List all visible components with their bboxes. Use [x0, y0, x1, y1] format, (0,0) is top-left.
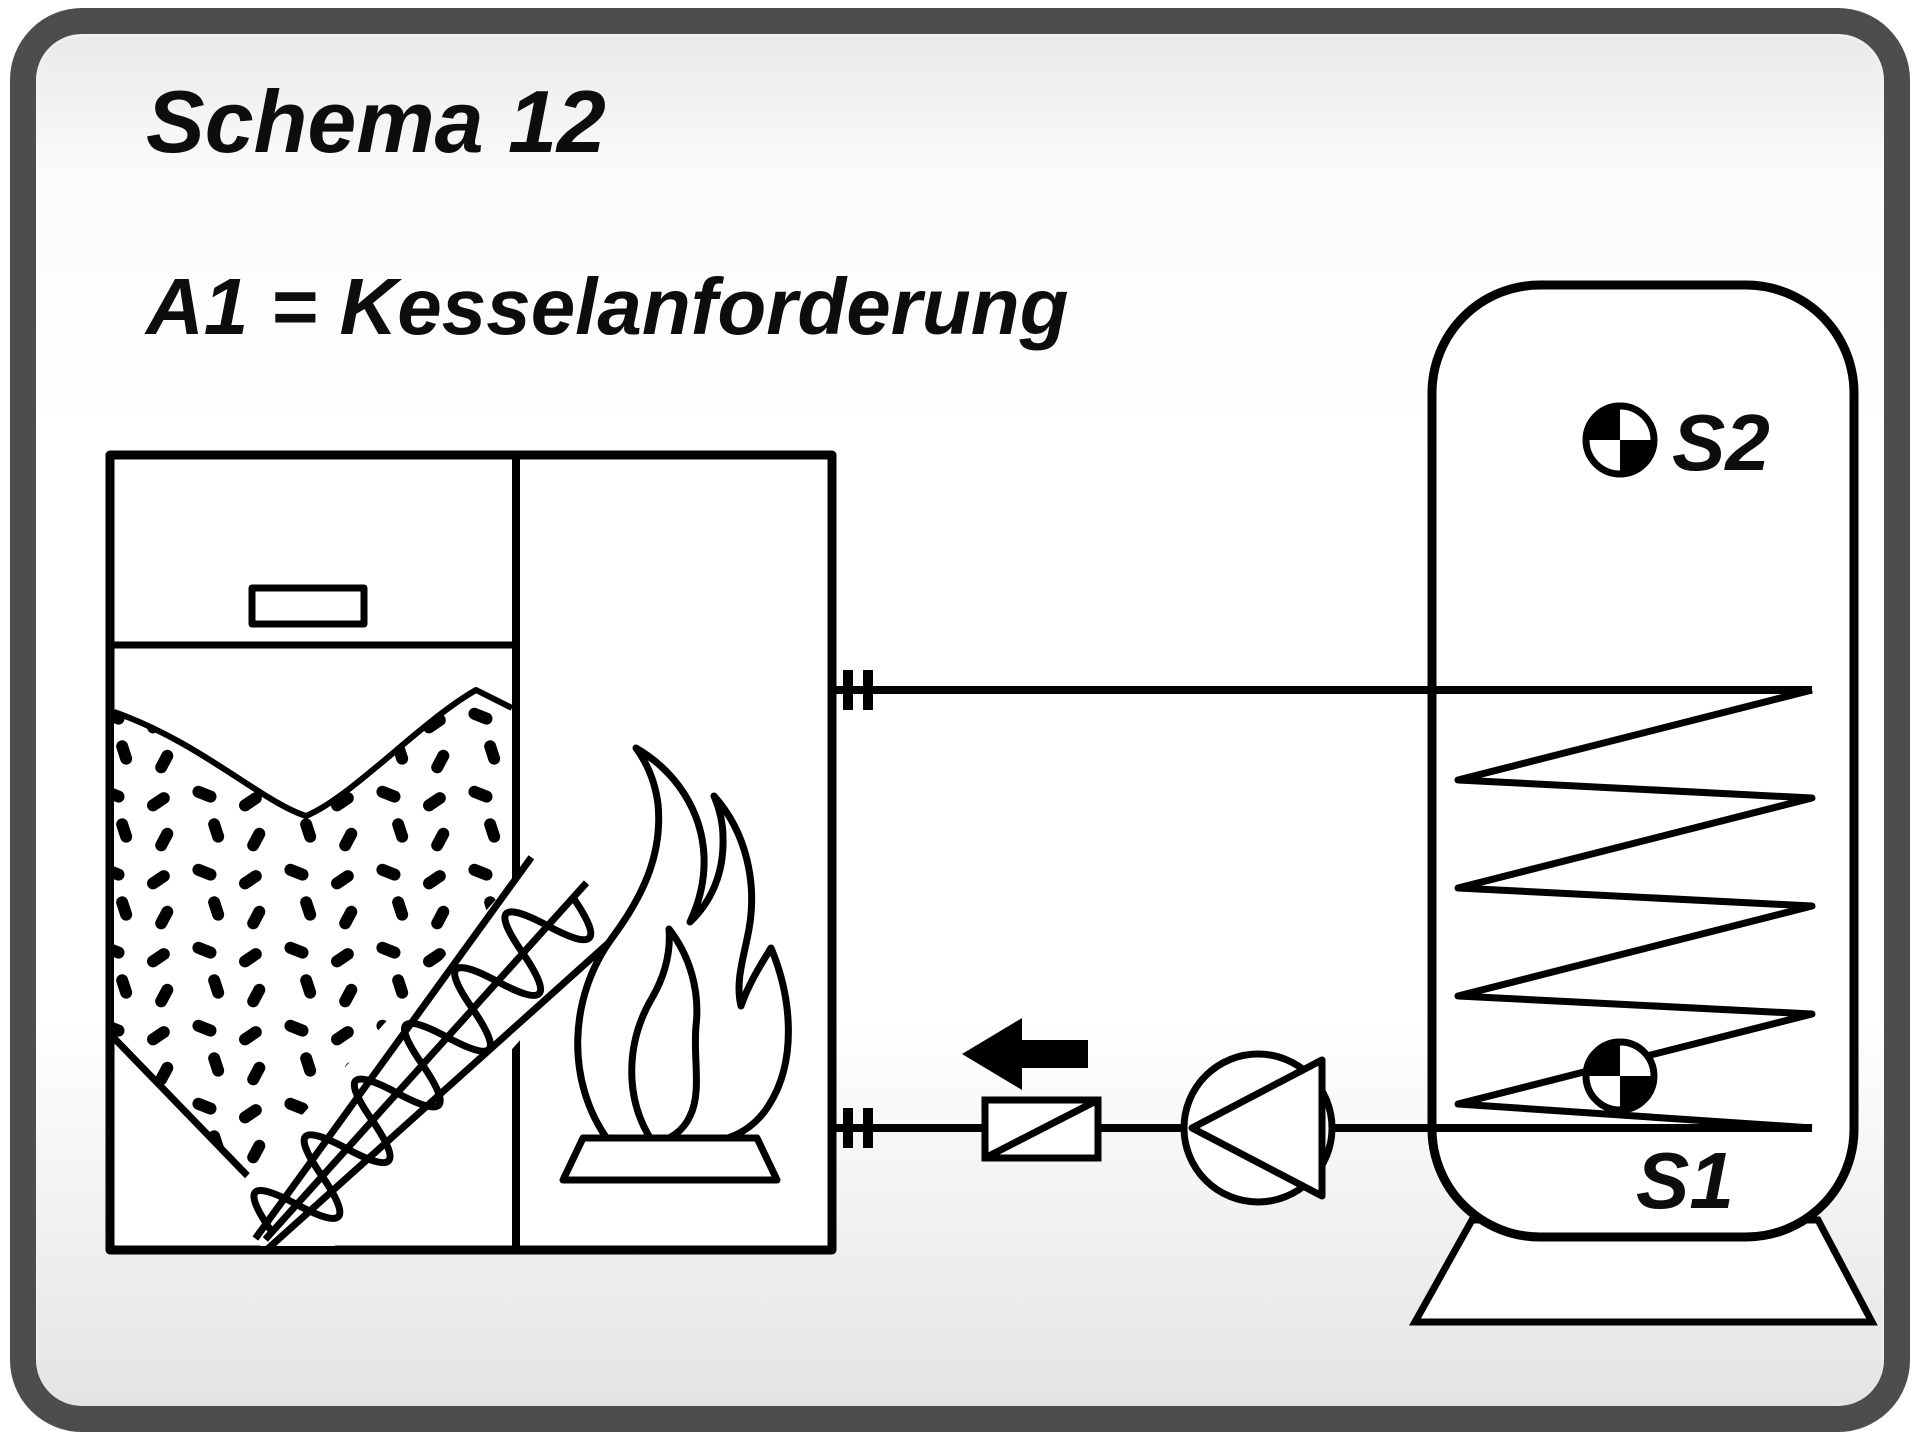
heating-coil	[1454, 686, 1816, 1132]
sensor-s2-icon	[1582, 402, 1658, 478]
legend-a1: A1 = Kesselanforderung	[144, 262, 1069, 351]
sensor-s1-label: S1	[1636, 1136, 1734, 1225]
burner-tray	[559, 1134, 781, 1184]
pellet-boiler	[105, 450, 837, 1255]
auger-icon	[218, 854, 621, 1246]
pipe-union-icon-bottom	[843, 1108, 873, 1148]
sensor-s1-icon	[1582, 1038, 1658, 1114]
fill-door	[248, 584, 368, 628]
sensor-s2-label: S2	[1672, 398, 1770, 487]
flame-icon	[574, 744, 792, 1146]
flow-arrow-icon	[962, 1018, 1088, 1090]
page-title: Schema 12	[146, 72, 606, 171]
pipe-union-icon-top	[843, 670, 873, 710]
pump-icon	[1180, 1050, 1336, 1206]
check-valve-icon	[981, 1096, 1102, 1162]
